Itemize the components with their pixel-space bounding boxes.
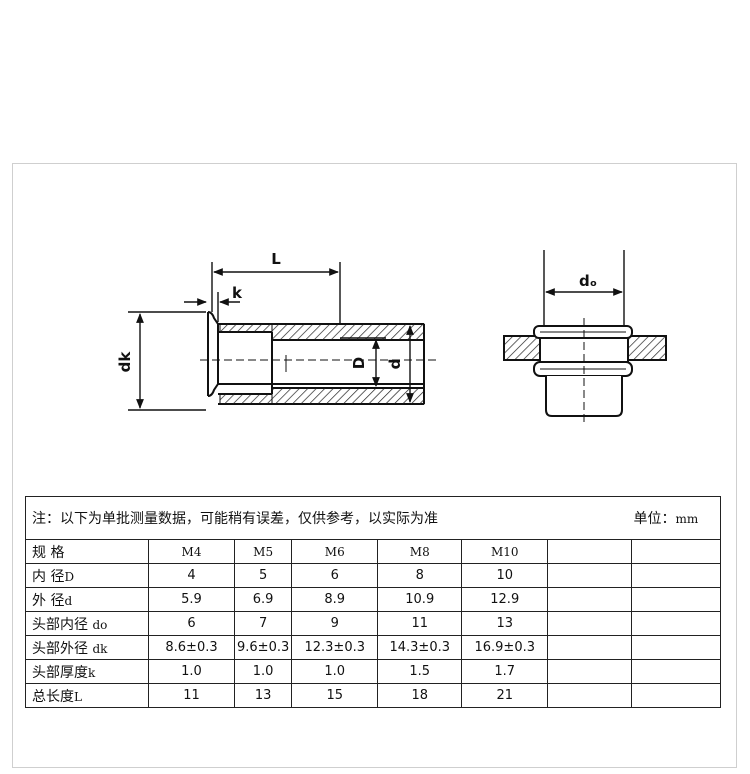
table-cell: [631, 611, 722, 636]
table-cell: [547, 587, 633, 612]
table-cell: 21: [461, 683, 549, 708]
table-cell: 8.6±0.3: [148, 635, 235, 660]
table-cell: 16.9±0.3: [461, 635, 549, 660]
table-row: 头部外径 dk 8.6±0.3 9.6±0.3 12.3±0.3 14.3±0.…: [25, 635, 722, 660]
table-cell: 10.9: [377, 587, 463, 612]
table-cell: 12.9: [461, 587, 549, 612]
table-row: 总长度L 11 13 15 18 21: [25, 683, 722, 708]
table-cell: [547, 611, 633, 636]
table-cell: 9: [291, 611, 379, 636]
table-row: 外 径d 5.9 6.9 8.9 10.9 12.9: [25, 587, 722, 612]
label-do: dₒ: [579, 272, 597, 290]
dimension-do: [543, 250, 625, 326]
table-row: 内 径D 4 5 6 8 10: [25, 563, 722, 588]
plate-left: [503, 335, 541, 361]
table-cell: 1.0: [291, 659, 379, 684]
header-row: 规 格 M4 M5 M6 M8 M10: [25, 539, 722, 564]
table-cell: [547, 683, 633, 708]
table-cell: [631, 635, 722, 660]
note-cell: 注：以下为单批测量数据，可能稍有误差，仅供参考，以实际为准 单位：mm: [24, 496, 722, 540]
label-dk: dk: [116, 351, 134, 373]
table-cell: 1.0: [148, 659, 235, 684]
table-cell: 5.9: [148, 587, 235, 612]
table-cell: 11: [148, 683, 235, 708]
label-d: d: [386, 359, 404, 370]
table-cell: 11: [377, 611, 463, 636]
row-label: 头部厚度k: [25, 659, 149, 684]
row-label: 内 径D: [25, 563, 149, 588]
table-cell: 6.9: [233, 587, 293, 612]
dimension-dk: [128, 311, 206, 411]
table-cell: 6: [291, 563, 379, 588]
dimension-L: [211, 262, 341, 324]
note-text: 注：以下为单批测量数据，可能稍有误差，仅供参考，以实际为准: [32, 511, 438, 527]
table-cell: 1.0: [233, 659, 293, 684]
col-header: [631, 539, 722, 564]
hatch-bot-thin: [219, 393, 273, 405]
spec-table: 注：以下为单批测量数据，可能稍有误差，仅供参考，以实际为准 单位：mm 规 格 …: [24, 496, 722, 708]
table-cell: 1.5: [377, 659, 463, 684]
dimension-k: [184, 292, 240, 322]
table-cell: 9.6±0.3: [233, 635, 293, 660]
col-header: M4: [148, 539, 235, 564]
col-header: M10: [461, 539, 549, 564]
plate-right: [627, 335, 667, 361]
unit-label: 单位：mm: [633, 511, 699, 527]
table-cell: 7: [233, 611, 293, 636]
table-cell: [547, 659, 633, 684]
table-row: 头部厚度k 1.0 1.0 1.0 1.5 1.7: [25, 659, 722, 684]
row-label: 总长度L: [25, 683, 149, 708]
installed-view: [503, 325, 667, 417]
table-cell: 15: [291, 683, 379, 708]
col-header: M5: [233, 539, 293, 564]
header-label: 规 格: [25, 539, 149, 564]
table-row: 头部内径 do 6 7 9 11 13: [25, 611, 722, 636]
table-cell: [631, 587, 722, 612]
table-cell: 14.3±0.3: [377, 635, 463, 660]
table-cell: 10: [461, 563, 549, 588]
table-cell: [631, 659, 722, 684]
table-cell: 5: [233, 563, 293, 588]
table-cell: [547, 563, 633, 588]
row-label: 头部内径 do: [25, 611, 149, 636]
table-cell: 8: [377, 563, 463, 588]
row-label: 头部外径 dk: [25, 635, 149, 660]
row-label: 外 径d: [25, 587, 149, 612]
hatch-top-thick: [271, 323, 425, 341]
label-D: D: [350, 357, 368, 369]
table-cell: 18: [377, 683, 463, 708]
table-cell: [631, 683, 722, 708]
label-k: k: [232, 284, 243, 302]
dimension-D: [340, 337, 386, 389]
rivet-nut-drawing: L k dk D d: [116, 250, 667, 424]
table-cell: 4: [148, 563, 235, 588]
label-L: L: [271, 250, 281, 268]
table-cell: 13: [233, 683, 293, 708]
table-cell: 6: [148, 611, 235, 636]
col-header: M6: [291, 539, 379, 564]
table-cell: [547, 635, 633, 660]
head-flange: [207, 311, 219, 397]
hatch-bot-thick: [271, 387, 425, 405]
table-cell: [631, 563, 722, 588]
table-cell: 1.7: [461, 659, 549, 684]
hatch-top-thin: [219, 323, 273, 333]
col-header: M8: [377, 539, 463, 564]
table-cell: 13: [461, 611, 549, 636]
col-header: [547, 539, 633, 564]
table-cell: 12.3±0.3: [291, 635, 379, 660]
table-cell: 8.9: [291, 587, 379, 612]
note-row: 注：以下为单批测量数据，可能稍有误差，仅供参考，以实际为准 单位：mm: [24, 496, 722, 540]
